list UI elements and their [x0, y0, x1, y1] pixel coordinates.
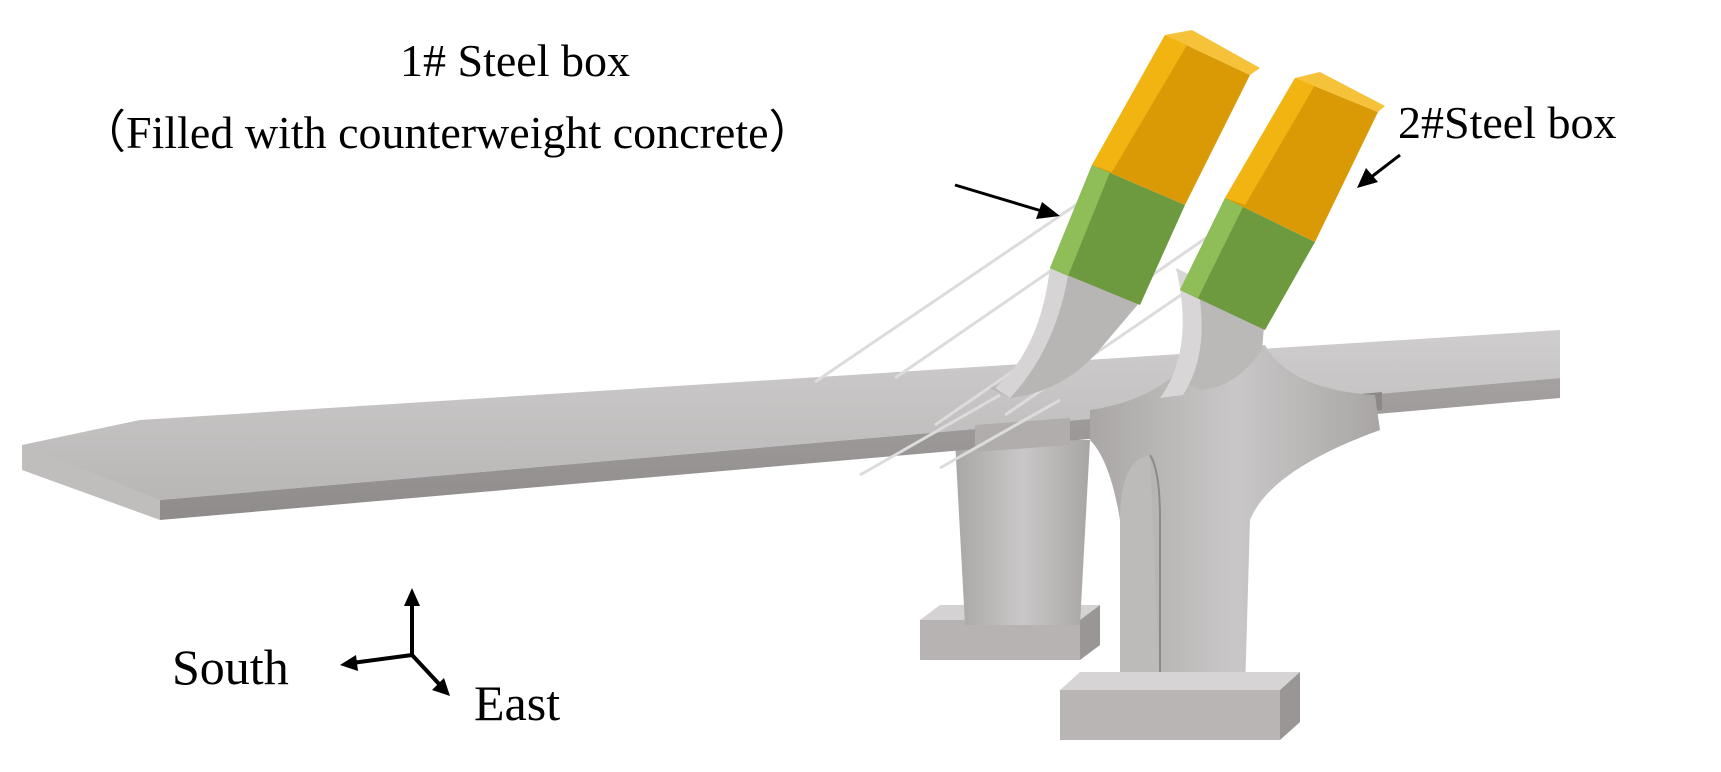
back-pier: [920, 440, 1100, 660]
tower-1-steel-box: [1092, 35, 1250, 205]
pointer-arrow-icon: [954, 183, 1060, 219]
axis-east-label: East: [474, 675, 561, 731]
axis-south-label: South: [172, 639, 289, 695]
tower-1: [990, 30, 1260, 398]
tower-2: [1090, 72, 1385, 690]
axis-triad-icon: [351, 600, 442, 687]
front-base: [1060, 672, 1300, 740]
steel-box-1-note: （Filled with counterweight concrete）: [80, 107, 815, 158]
pointer-arrow-icon: [1357, 153, 1401, 188]
steel-box-1-label: 1# Steel box: [400, 35, 630, 86]
tower-2-steel-box: [1225, 78, 1378, 242]
steel-box-2-label: 2#Steel box: [1398, 97, 1617, 148]
